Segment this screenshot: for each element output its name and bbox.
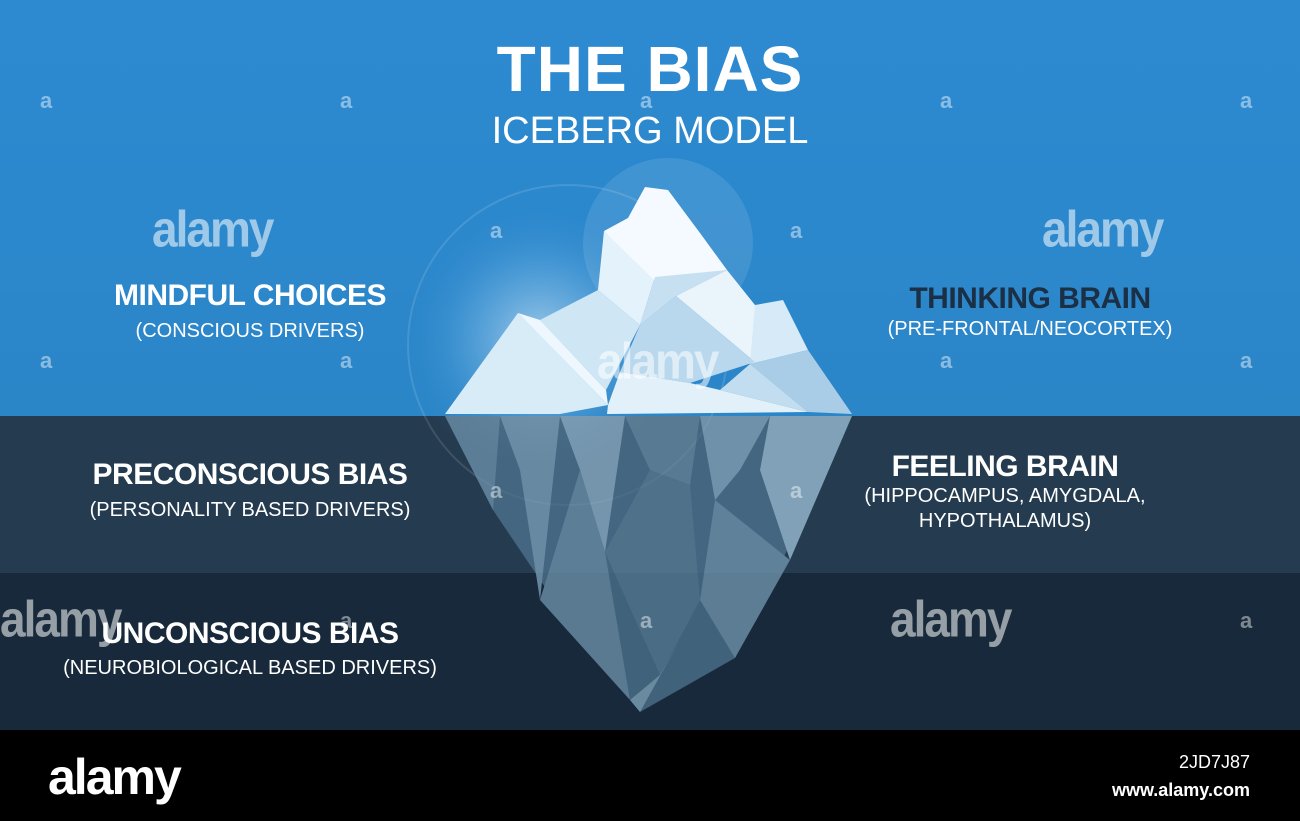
infographic-canvas: THE BIAS ICEBERG MODEL MINDFUL CHOICES (…: [0, 0, 1300, 730]
watermark-logo: alamy: [890, 590, 1012, 648]
page-subtitle: ICEBERG MODEL: [491, 110, 809, 152]
footer-logo: alamy: [48, 749, 182, 805]
desc-limbic-line2: HYPOTHALAMUS): [918, 510, 1092, 532]
watermark-letter: a: [1240, 348, 1253, 373]
watermark-letter: a: [340, 348, 353, 373]
watermark-letter: a: [790, 218, 803, 243]
desc-personality-drivers: (PERSONALITY BASED DRIVERS): [89, 499, 411, 521]
watermark-letter: a: [640, 608, 653, 633]
label-feeling-brain: FEELING BRAIN: [891, 450, 1119, 483]
desc-neurobiological-drivers: (NEUROBIOLOGICAL BASED DRIVERS): [63, 657, 437, 679]
watermark-letter: a: [1240, 608, 1253, 633]
iceberg-illustration: [405, 158, 852, 712]
watermark-letter: a: [340, 88, 353, 113]
iceberg-underwater: [445, 416, 852, 712]
iceberg-tip: [445, 187, 852, 414]
watermark-letter: a: [1240, 88, 1253, 113]
footer-bar: alamy 2JD7J87 www.alamy.com: [0, 730, 1300, 821]
watermark-letter: a: [490, 218, 503, 243]
page-title: THE BIAS: [496, 33, 804, 105]
label-preconscious-bias: PRECONSCIOUS BIAS: [92, 458, 408, 491]
watermark-letter: a: [940, 348, 953, 373]
footer-url: www.alamy.com: [1111, 780, 1250, 800]
watermark-letter: a: [40, 348, 53, 373]
watermark-letter: a: [640, 88, 653, 113]
watermark-logo: alamy: [0, 590, 122, 648]
desc-pre-frontal: (PRE-FRONTAL/NEOCORTEX): [887, 318, 1173, 340]
footer-image-id: 2JD7J87: [1178, 752, 1250, 772]
label-thinking-brain: THINKING BRAIN: [909, 282, 1151, 315]
watermark-logo: alamy: [152, 200, 274, 258]
watermark-letter: a: [790, 478, 803, 503]
watermark-letter: a: [40, 88, 53, 113]
desc-conscious-drivers: (CONSCIOUS DRIVERS): [135, 320, 365, 342]
watermark-logo: alamy: [597, 332, 719, 390]
desc-limbic-line1: (HIPPOCAMPUS, AMYGDALA,: [864, 485, 1146, 507]
watermark-letter: a: [940, 88, 953, 113]
watermark-logo: alamy: [1042, 200, 1164, 258]
label-mindful-choices: MINDFUL CHOICES: [114, 279, 386, 312]
watermark-letter: a: [340, 608, 353, 633]
watermark-letter: a: [490, 478, 503, 503]
label-unconscious-bias: UNCONSCIOUS BIAS: [101, 617, 399, 650]
